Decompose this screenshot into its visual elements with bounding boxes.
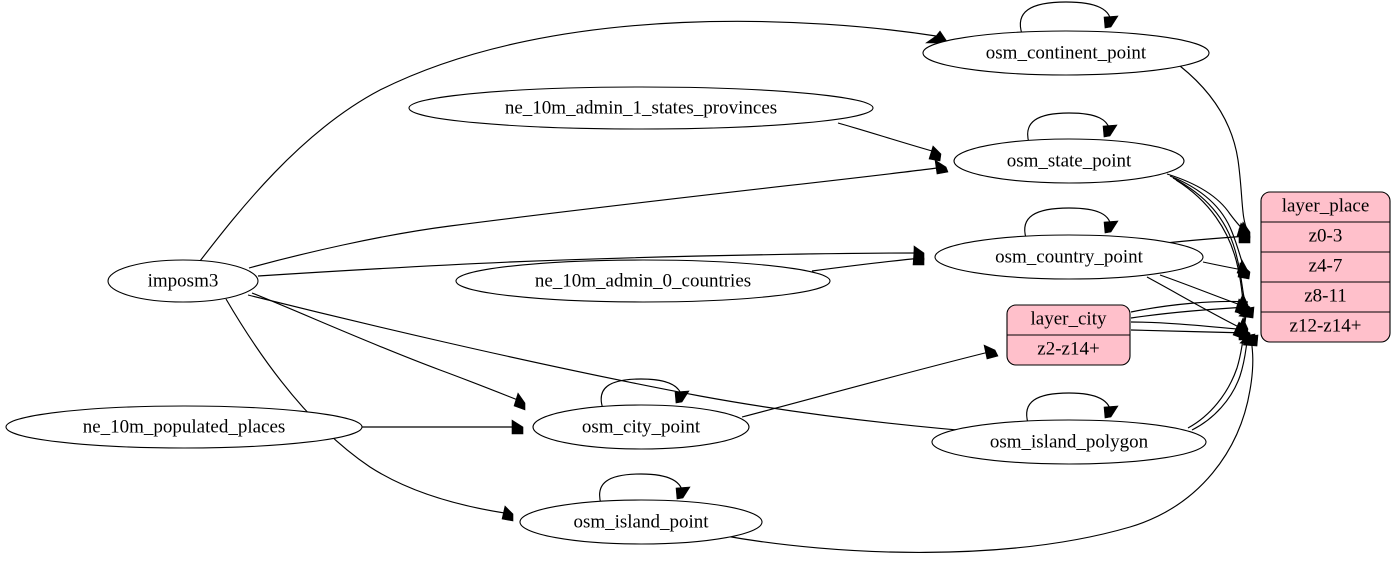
node-label-osm_city_point: osm_city_point [582,416,701,437]
edge-self-loop-osm_country_point [1024,207,1119,239]
node-ne_10m_admin_1_states_provinces[interactable]: ne_10m_admin_1_states_provinces [408,86,874,130]
node-label-ne_10m_populated_places: ne_10m_populated_places [83,416,286,437]
edge-osm_island_polygon-to-layer_place-z12-z14 [1191,333,1256,431]
edge-self-loop-osm_state_point [1027,112,1118,144]
node-label-osm_continent_point: osm_continent_point [986,42,1147,63]
edge-osm_country_point-to-layer_place-z4-7 [1202,261,1251,280]
edge-self-loop-osm_island_point [599,473,691,505]
node-osm_country_point[interactable]: osm_country_point [934,234,1204,280]
node-label-imposm3: imposm3 [148,270,219,291]
layer_place-row-z12-z14[interactable]: z12-z14+ [1290,315,1362,336]
layer_city-title: layer_city [1031,308,1107,329]
edge-layer [199,1,1259,553]
node-label-osm_country_point: osm_country_point [995,246,1143,267]
node-layer_place[interactable]: layer_place z0-3 z4-7 z8-11 z12-z14+ [1260,191,1391,343]
edge-layer_city-top-connectors [1130,300,1249,331]
edge-self-loop-osm_city_point [600,378,690,410]
node-label-osm_island_polygon: osm_island_polygon [990,431,1149,452]
node-osm_island_polygon[interactable]: osm_island_polygon [931,419,1207,465]
node-label-osm_island_point: osm_island_point [573,511,709,532]
edge-osm_continent_point-to-layer_place-z0-3 [1179,65,1251,239]
node-label-ne_10m_admin_1_states_provinces: ne_10m_admin_1_states_provinces [505,97,777,118]
node-osm_state_point[interactable]: osm_state_point [953,138,1185,184]
node-layer_city[interactable]: layer_city z2-z14+ [1006,304,1131,366]
layer_place-title: layer_place [1282,195,1370,216]
node-imposm3[interactable]: imposm3 [107,259,259,303]
layer_place-row-z4-7[interactable]: z4-7 [1309,255,1343,276]
edge-osm_island_point-to-layer_place-z12-z14 [719,334,1259,553]
node-ne_10m_admin_0_countries[interactable]: ne_10m_admin_0_countries [455,259,831,303]
edge-ne_states_provinces-to-osm_state_point [837,122,942,162]
node-ne_10m_populated_places[interactable]: ne_10m_populated_places [5,405,363,449]
edge-imposm3-to-osm_continent_point [199,20,949,262]
node-osm_island_point[interactable]: osm_island_point [519,499,763,545]
edge-self-loop-osm_island_polygon [1026,392,1119,424]
edge-osm_island_polygon-to-layer_place-z8-11 [1187,306,1255,429]
edge-imposm3-to-osm_state_point [248,159,949,269]
edge-ne_populated_places-to-osm_city_point [362,419,524,435]
node-label-ne_10m_admin_0_countries: ne_10m_admin_0_countries [535,270,751,291]
edge-imposm3-to-osm_city_point [251,292,526,411]
layer_place-row-z8-11[interactable]: z8-11 [1304,285,1347,306]
node-osm_continent_point[interactable]: osm_continent_point [922,30,1210,76]
node-label-osm_state_point: osm_state_point [1007,150,1132,171]
edge-osm_city_point-to-layer_city-z2-z14 [741,344,999,418]
node-osm_city_point[interactable]: osm_city_point [532,404,750,450]
edge-osm_country_point-to-layer_place-z0-3 [1165,228,1251,244]
edge-ne_admin_0_countries-to-osm_country_point [811,250,925,272]
edge-imposm3-to-osm_island_point [225,298,514,522]
layer_place-row-z0-3[interactable]: z0-3 [1309,225,1343,246]
edge-self-loop-osm_continent_point [1019,1,1119,35]
layer_city-row-z2-z14[interactable]: z2-z14+ [1037,338,1099,359]
